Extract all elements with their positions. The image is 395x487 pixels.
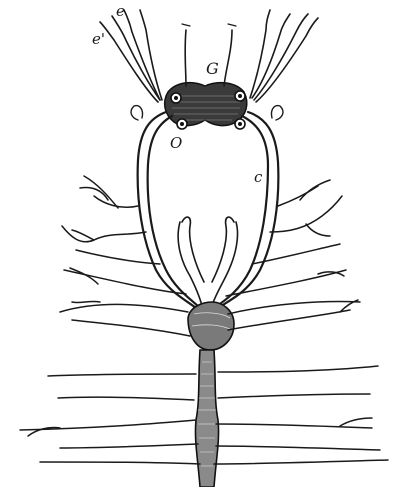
connective-nerves <box>131 106 283 308</box>
ventral-nerve-cord <box>195 350 218 487</box>
label-e-prime: e' <box>92 30 105 48</box>
inner-nerves <box>178 217 237 306</box>
lateral-nerves-left <box>20 176 200 464</box>
label-g: G <box>206 59 219 78</box>
label-c: c <box>254 168 263 186</box>
label-o: O <box>170 134 182 152</box>
cerebral-ganglion <box>165 83 247 129</box>
subesophageal-ganglion <box>188 302 234 350</box>
label-e: e <box>116 2 125 20</box>
lateral-nerves-right <box>214 180 388 464</box>
